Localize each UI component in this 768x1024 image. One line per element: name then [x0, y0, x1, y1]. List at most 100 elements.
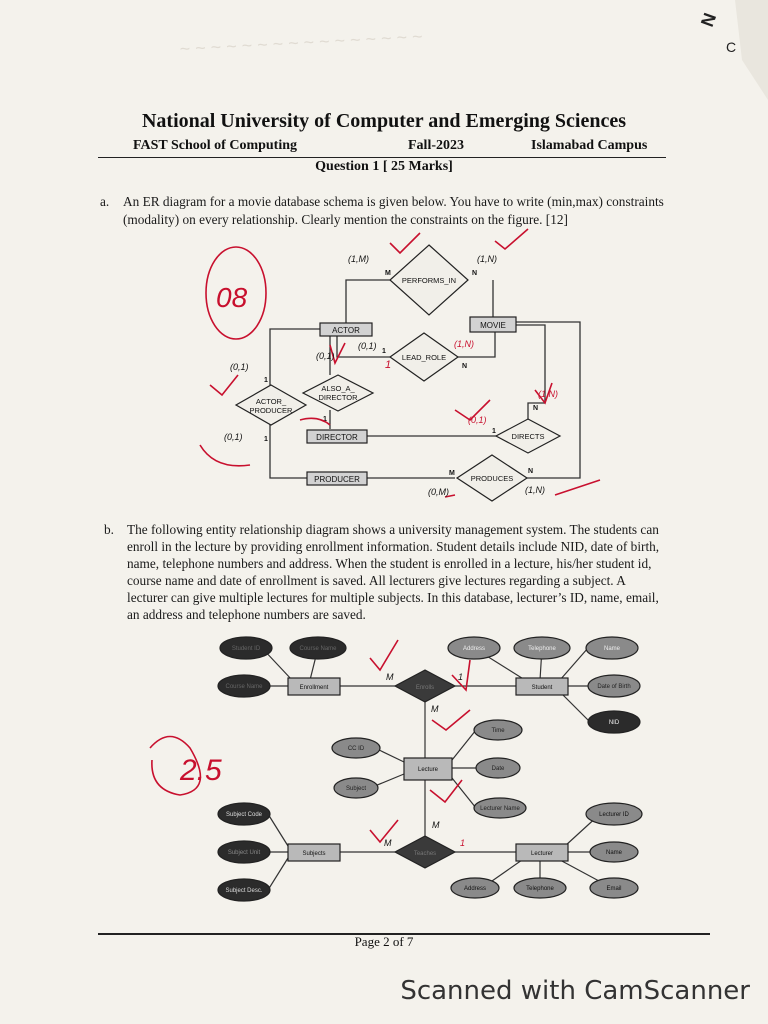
school-name: FAST School of Computing	[133, 138, 298, 153]
actor-producer-line2: PRODUCER	[250, 406, 294, 415]
part-a-label: a.	[100, 194, 110, 209]
student-label: Student	[532, 685, 553, 691]
enrolls-label: Enrolls	[416, 685, 434, 691]
check-mark-1	[389, 232, 421, 255]
actor-producer-line1: ACTOR_	[256, 397, 287, 406]
rel-also-a-director	[301, 374, 375, 412]
card-produces-producer: M	[449, 470, 455, 477]
entity-student	[515, 677, 569, 696]
card-performs-actor: M	[385, 270, 391, 277]
attr-name-s: Name	[604, 646, 621, 652]
enrollment-label: Enrollment	[300, 685, 329, 691]
movie-er-diagram: ACTOR MOVIE DIRECTOR PRODUCER PERFORMS_I…	[199, 228, 601, 502]
check-b-1	[369, 639, 399, 672]
attr-subject-code: Subject Code	[226, 812, 263, 818]
part-a-line1: An ER diagram for a movie database schem…	[123, 194, 664, 209]
note-01-ap-bottom: (0,1)	[224, 432, 243, 442]
svg-text:~ ~ ~ ~ ~ ~ ~ ~ ~ ~ ~ ~ ~ ~ ~: ~ ~ ~ ~ ~ ~ ~ ~ ~ ~ ~ ~ ~ ~ ~ ~	[179, 26, 423, 59]
performs-in-label: PERFORMS_IN	[402, 276, 456, 285]
card-aad-actor: 1	[323, 416, 327, 423]
note-1n-top: (1,N)	[477, 254, 497, 264]
attr-subject-unit: Subject Unit	[228, 850, 261, 856]
note-1n-produces: (1,N)	[525, 485, 545, 495]
attr-course-name: Course Name	[299, 646, 337, 652]
card-lecture-m: M	[431, 704, 439, 714]
grade-circle-b	[149, 735, 202, 796]
check-mark-5	[199, 444, 251, 467]
attr-address-l: Address	[464, 886, 486, 892]
part-b-label: b.	[104, 522, 114, 537]
card-directs-movie: N	[533, 405, 538, 412]
rel-directs	[494, 418, 562, 454]
note-one: 1	[385, 359, 391, 371]
attr-student-id: Student ID	[232, 646, 261, 652]
attr-email-l: Email	[606, 886, 621, 892]
check-mark-6	[534, 382, 553, 405]
card-teaches-m: M	[384, 838, 392, 848]
director-label: DIRECTOR	[316, 433, 358, 442]
check-mark-10	[444, 494, 456, 498]
part-b-line2: enroll in the lecture by providing enrol…	[127, 539, 660, 554]
check-mark-7	[454, 399, 491, 422]
directs-label: DIRECTS	[512, 432, 545, 441]
card-ap-actor: 1	[264, 377, 268, 384]
part-b-line4: course name and date of enrollment is sa…	[127, 573, 626, 588]
check-b-2	[451, 659, 471, 692]
subjects-label: Subjects	[302, 851, 325, 857]
lecture-label: Lecture	[418, 767, 439, 773]
also-a-director-line1: ALSO_A_	[321, 384, 355, 393]
attr-course-name-2: Course Name	[225, 684, 263, 690]
entity-lecture	[403, 757, 453, 781]
entity-lecturer	[515, 843, 569, 862]
entity-subjects	[287, 843, 341, 862]
attr-time: Time	[491, 728, 505, 734]
check-mark-2	[494, 228, 529, 251]
check-mark-8	[299, 417, 331, 426]
part-a-line2: (modality) on every relationship. Clearl…	[123, 212, 568, 227]
attr-lecturer-id: Lecturer ID	[599, 812, 629, 818]
attr-lecturer-name: Lecturer Name	[480, 806, 520, 812]
card-enrolls-1: 1	[458, 672, 463, 682]
attr-subject-desc: Subject Desc.	[225, 888, 262, 894]
rel-teaches	[393, 835, 457, 869]
rel-produces	[455, 454, 529, 502]
check-mark-4	[209, 374, 239, 397]
question-heading: Question 1 [ 25 Marks]	[315, 159, 453, 174]
card-lead-actor: 1	[382, 348, 386, 355]
university-title: National University of Computer and Emer…	[141, 110, 627, 132]
university-er-diagram: Enrollment Student Lecture Subjects Lect…	[149, 636, 643, 902]
entity-director	[306, 429, 368, 444]
attr-cc-id: CC ID	[348, 746, 365, 752]
actor-label: ACTOR	[332, 326, 360, 335]
grade-circle-a	[205, 246, 267, 340]
entity-actor	[319, 322, 373, 337]
card-directs-director: 1	[492, 428, 496, 435]
entity-movie	[469, 316, 517, 333]
card-performs-movie: N	[472, 270, 477, 277]
note-1n-lead: (1,N)	[454, 339, 474, 349]
attr-address-s: Address	[463, 646, 485, 652]
svg-text:C: C	[726, 39, 736, 55]
producer-label: PRODUCER	[314, 475, 360, 484]
rel-enrolls	[393, 669, 457, 703]
svg-text:N: N	[697, 10, 720, 29]
entity-producer	[306, 471, 368, 486]
note-1m: (1,M)	[348, 254, 369, 264]
rel-lead-role	[388, 332, 460, 382]
check-mark-9	[554, 479, 601, 496]
also-a-director-line2: DIRECTOR	[318, 393, 358, 402]
attr-name-l: Name	[606, 850, 623, 856]
attr-telephone-s: Telephone	[528, 646, 556, 652]
attr-date: Date	[492, 766, 505, 772]
note-01-aad: (0,1)	[316, 351, 335, 361]
check-b-5	[369, 819, 399, 844]
term: Fall-2023	[408, 138, 464, 153]
produces-label: PRODUCES	[471, 474, 514, 483]
part-b-line1: The following entity relationship diagra…	[127, 522, 659, 537]
attr-telephone-l: Telephone	[526, 886, 554, 892]
page-number: Page 2 of 7	[354, 934, 414, 949]
grade-b: 2.5	[179, 754, 222, 787]
lead-role-label: LEAD_ROLE	[402, 353, 446, 362]
card-teaches-m-top: M	[432, 820, 440, 830]
